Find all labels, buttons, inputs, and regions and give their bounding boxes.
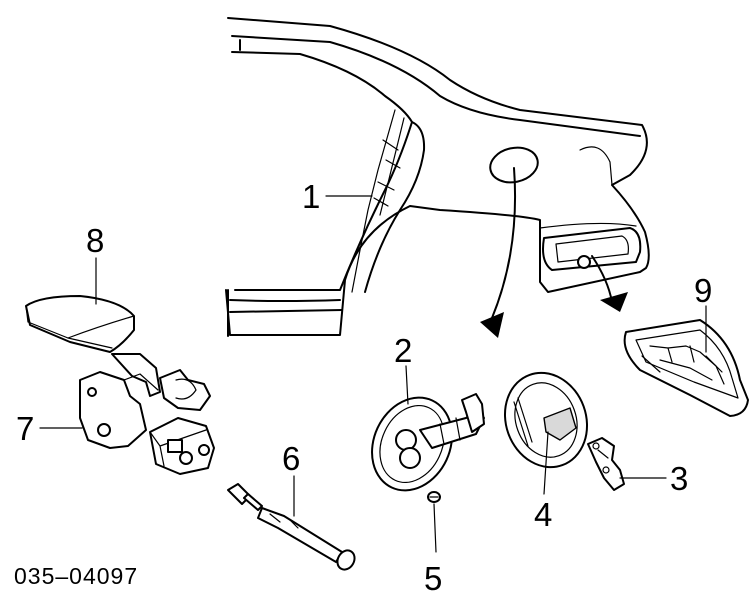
callout-9: 9 [694, 272, 712, 309]
callout-labels: 1 2 3 4 5 6 7 8 9 [16, 178, 712, 597]
exploded-view-arrows [480, 167, 628, 338]
callout-1: 1 [302, 178, 320, 215]
opener-cable-part [227, 483, 356, 571]
leader-line-4 [543, 431, 549, 495]
callout-2: 2 [394, 332, 412, 369]
callout-3: 3 [670, 460, 688, 497]
lid-hinge-part [587, 437, 625, 491]
fuel-door-part [371, 393, 485, 492]
leader-line-5 [433, 503, 437, 553]
leader-line-2 [405, 365, 409, 405]
callout-6: 6 [282, 440, 300, 477]
opener-bracket-part [79, 353, 215, 475]
fuel-door-housing-part [623, 319, 749, 417]
callout-4: 4 [534, 496, 552, 533]
fuel-lid-cover-part [25, 295, 135, 353]
fuel-lid-part [503, 371, 589, 469]
leader-lines [39, 195, 707, 553]
callout-7: 7 [16, 410, 34, 447]
callout-5: 5 [424, 560, 442, 597]
diagram-reference-code: 035–04097 [14, 563, 138, 589]
callout-8: 8 [86, 222, 104, 259]
screw-part [427, 491, 441, 503]
quarter-panel-part [225, 17, 650, 337]
